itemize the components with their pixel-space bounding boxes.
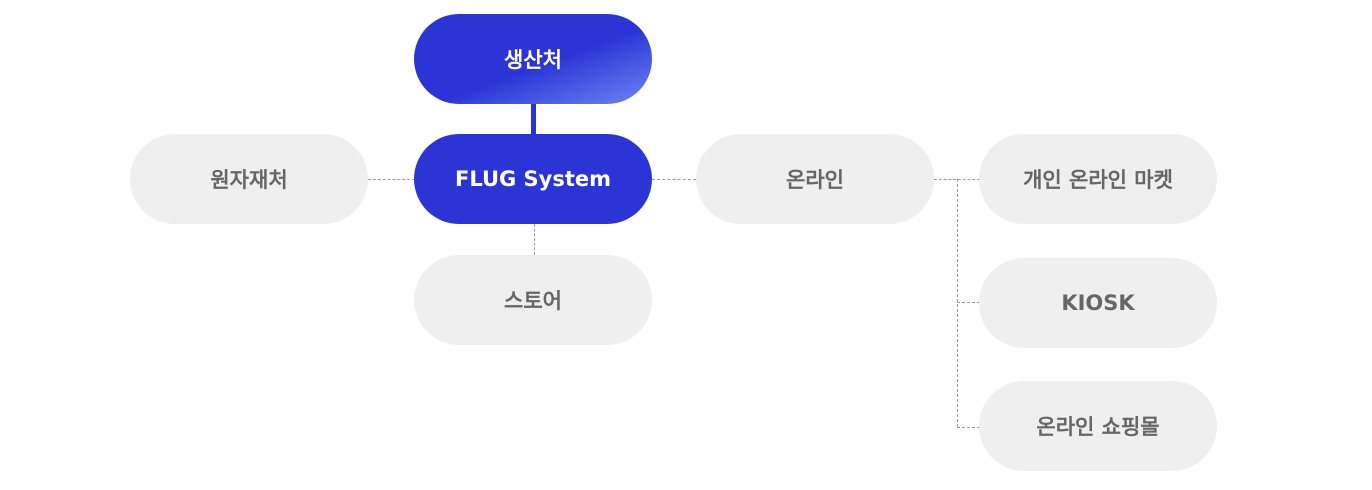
node-online-label: 온라인	[786, 168, 844, 192]
connector-core-store	[534, 224, 535, 255]
connector-raw-material-core	[368, 179, 415, 180]
node-online: 온라인	[696, 134, 934, 224]
node-store: 스토어	[414, 255, 652, 345]
node-personal-online-market-label: 개인 온라인 마켓	[1023, 168, 1173, 192]
node-personal-online-market: 개인 온라인 마켓	[979, 134, 1217, 224]
node-online-shopping-mall-label: 온라인 쇼핑몰	[1036, 415, 1160, 439]
node-producer: 생산처	[414, 14, 652, 104]
connector-producer-core	[531, 103, 536, 135]
node-store-label: 스토어	[504, 289, 562, 313]
node-online-shopping-mall: 온라인 쇼핑몰	[979, 381, 1217, 471]
node-flug-system: FLUG System	[414, 134, 652, 224]
node-kiosk: KIOSK	[979, 258, 1217, 348]
node-producer-label: 생산처	[504, 48, 562, 72]
connector-core-online	[652, 179, 696, 180]
node-raw-material-label: 원자재처	[210, 168, 288, 192]
connector-online-kiosk	[957, 302, 980, 303]
node-flug-system-label: FLUG System	[454, 167, 612, 191]
node-kiosk-label: KIOSK	[1061, 291, 1135, 315]
node-raw-material: 원자재처	[130, 134, 368, 224]
connector-online-mall	[957, 427, 980, 428]
connector-online-branch-trunk	[957, 179, 958, 427]
